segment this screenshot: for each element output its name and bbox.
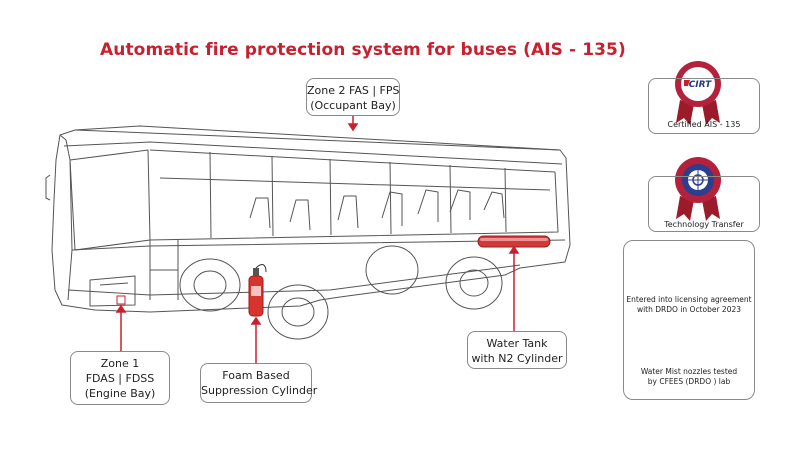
zone2-label-line1: Zone 2 FAS | FPS xyxy=(307,84,400,97)
rear-wheel-right xyxy=(445,256,503,310)
bus-body-outline xyxy=(51,125,571,313)
foam-cylinder xyxy=(248,264,267,317)
front-wheel-hub xyxy=(193,270,227,300)
zone1-label-line3: (Engine Bay) xyxy=(84,387,156,400)
belt-line xyxy=(67,239,566,296)
water-tank-label: Water Tank with N2 Cylinder xyxy=(467,331,567,369)
licensing-info: Entered into licensing agreement with DR… xyxy=(624,295,754,315)
foam-label-line1: Foam Based xyxy=(222,369,290,382)
zone2-label-line2: (Occupant Bay) xyxy=(310,99,396,112)
windshield xyxy=(69,149,151,251)
water-tank xyxy=(477,235,551,248)
zone2-label: Zone 2 FAS | FPS (Occupant Bay) xyxy=(306,78,400,116)
mist-line1: Water Mist nozzles tested xyxy=(640,367,738,376)
foam-label-line2: Suppression Cylinder xyxy=(201,384,318,397)
foam-cylinder-label: Foam Based Suppression Cylinder xyxy=(200,363,318,403)
middle-wheel xyxy=(267,284,329,340)
bus-front xyxy=(45,134,73,301)
engine-bay xyxy=(89,275,136,307)
rear-wheel-left xyxy=(365,245,419,295)
cirt-certification-card: Certified AIS - 135 xyxy=(648,78,760,134)
cirt-badge-icon: CIRT xyxy=(675,61,721,125)
cirt-caption: Certified AIS - 135 xyxy=(667,120,741,129)
info-panel: Entered into licensing agreement with DR… xyxy=(623,240,755,400)
front-door xyxy=(149,240,179,300)
drdo-badge-icon xyxy=(675,157,721,221)
side-window-band xyxy=(149,149,559,241)
window-pillars xyxy=(209,151,507,239)
water-mist-info: Water Mist nozzles tested by CFEES (DRDO… xyxy=(624,367,754,387)
seat-rows xyxy=(249,189,505,231)
grab-rail xyxy=(159,177,551,191)
mist-line2: by CFEES (DRDO ) lab xyxy=(647,377,731,386)
callout-arrows xyxy=(115,116,520,363)
drdo-caption: Technology Transfer xyxy=(664,220,744,229)
licensing-line1: Entered into licensing agreement xyxy=(626,295,752,304)
rear-wheel-hub xyxy=(459,269,489,297)
bus-roof-line xyxy=(63,129,563,165)
page-title: Automatic fire protection system for bus… xyxy=(100,40,626,60)
zone1-label: Zone 1 FDAS | FDSS (Engine Bay) xyxy=(70,351,170,405)
zone1-label-line1: Zone 1 xyxy=(100,357,140,370)
bus-wireframe xyxy=(45,125,571,340)
zone1-label-line2: FDAS | FDSS xyxy=(85,372,155,385)
drdo-technology-card: Technology Transfer xyxy=(648,176,760,232)
water-label-line1: Water Tank xyxy=(486,337,548,350)
front-wheel xyxy=(179,258,241,312)
cirt-logo-text: CIRT xyxy=(689,80,712,90)
middle-wheel-hub xyxy=(281,297,315,327)
water-label-line2: with N2 Cylinder xyxy=(471,352,563,365)
engine-bay-marker xyxy=(116,295,126,305)
licensing-line2: with DRDO in October 2023 xyxy=(636,305,742,314)
